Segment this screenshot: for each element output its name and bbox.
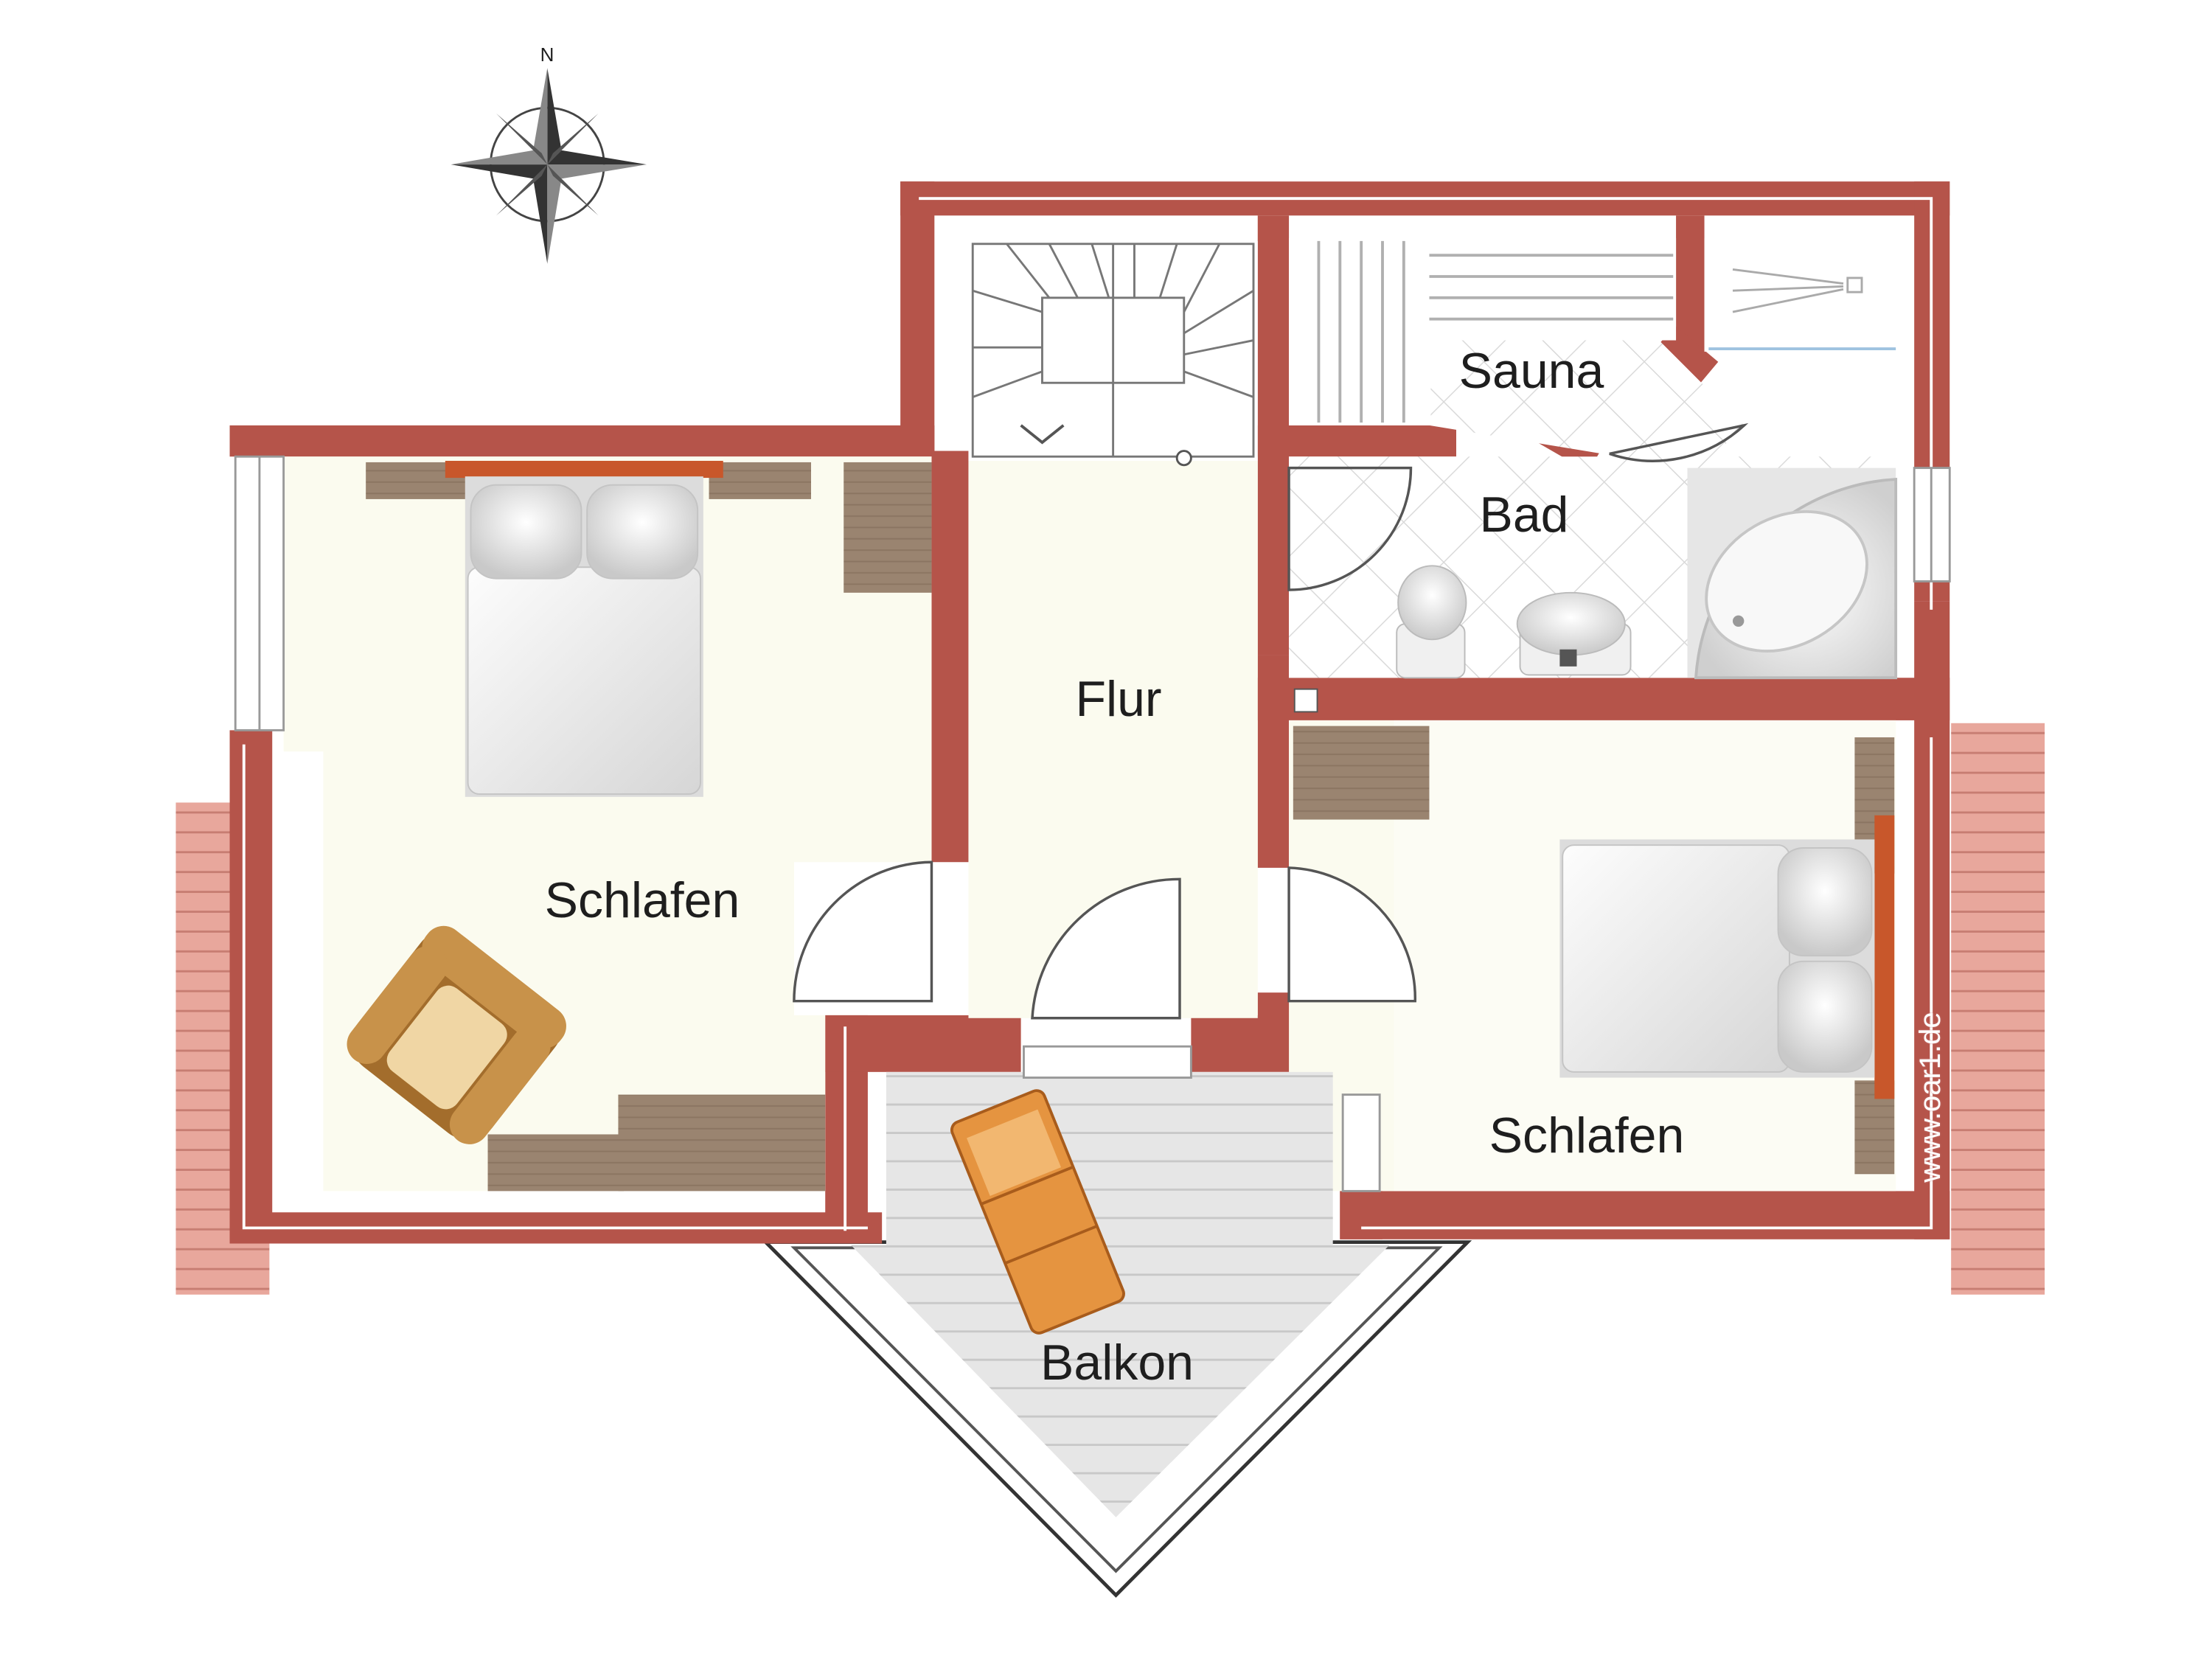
compass-north-label: N: [540, 44, 554, 66]
shower: [1708, 268, 1896, 350]
armchair: [347, 925, 566, 1144]
room-label-schlafen-right: Schlafen: [1489, 1107, 1685, 1164]
brick-strip-right: [1951, 723, 2045, 1295]
corner-bathtub: [1687, 467, 1898, 680]
room-label-schlafen-left: Schlafen: [544, 872, 740, 928]
shaft-marker: [1293, 688, 1318, 713]
room-label-sauna: Sauna: [1458, 343, 1604, 399]
sauna-benches: [1317, 240, 1674, 423]
compass-rose-icon: [451, 68, 647, 264]
toilet: [1396, 565, 1467, 679]
washbasin: [1516, 591, 1632, 676]
room-label-bad: Bad: [1479, 487, 1569, 543]
bed-right: [1559, 815, 1895, 1099]
staircase: [971, 243, 1255, 467]
room-label-balkon: Balkon: [1040, 1335, 1194, 1391]
sun-lounger: [950, 1089, 1125, 1335]
wood-furniture: [366, 462, 1895, 1192]
windows: [234, 455, 1951, 1192]
watermark-credit: www.oar1.de: [1914, 1012, 1947, 1183]
bed-left: [445, 461, 723, 797]
room-label-flur: Flur: [1075, 671, 1162, 727]
door-swings: [793, 422, 1749, 1020]
